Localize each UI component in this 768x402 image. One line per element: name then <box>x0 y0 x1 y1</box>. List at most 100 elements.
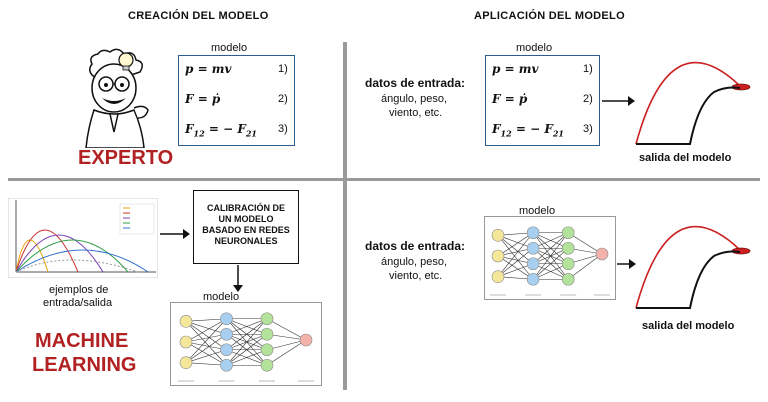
model-label-nn-right: modelo <box>519 205 556 217</box>
nn-edge <box>568 232 603 255</box>
nn-edge <box>185 333 227 343</box>
equation-2-right: F = ṗ <box>492 92 528 106</box>
nn-edge <box>185 318 227 322</box>
nn-node <box>260 343 274 357</box>
nn-node <box>260 358 274 372</box>
inputs-line1-top: ángulo, peso, <box>381 93 448 105</box>
nn-edge <box>185 341 227 351</box>
nn-edge <box>266 333 307 341</box>
equation-3-right: F12 = − F21 <box>492 122 564 139</box>
nn-node <box>220 327 233 341</box>
nn-node <box>299 333 313 347</box>
equation-1-right: p = mv <box>492 62 539 76</box>
nn-node <box>179 356 193 369</box>
nn-edge <box>266 339 307 351</box>
horizontal-divider <box>8 178 760 181</box>
nn-edge <box>497 232 534 277</box>
expert-label: EXPERTO <box>78 147 174 169</box>
nn-node <box>179 315 193 328</box>
nn-edge <box>497 235 534 264</box>
neural-network-graph <box>490 226 610 296</box>
ml-label-line2: LEARNING <box>32 354 137 376</box>
nn-node <box>220 358 233 372</box>
trajectory-plot-bottom <box>635 225 751 309</box>
nn-edge <box>226 318 268 366</box>
nn-node <box>561 257 575 271</box>
equation-3: F12 = − F21 <box>185 122 257 139</box>
output-label-bottom: salida del modelo <box>642 320 735 332</box>
examples-line1: ejemplos de <box>49 284 109 296</box>
inputs-title-bottom: datos de entrada: <box>365 239 466 253</box>
nn-node <box>491 229 505 242</box>
nn-node <box>526 257 540 271</box>
model-label-nn-left: modelo <box>203 291 240 303</box>
calibration-line-2: UN MODELO <box>218 214 274 224</box>
inputs-line2-bottom: viento, etc. <box>389 270 443 282</box>
equation-number-2-right: 2) <box>583 93 593 105</box>
nn-edge <box>226 318 268 335</box>
nn-node <box>491 270 505 283</box>
nn-node <box>595 247 609 261</box>
nn-node <box>491 249 505 263</box>
calibration-line-1: CALIBRACIÓN DE <box>207 203 285 213</box>
arrow-right-icon <box>602 96 635 106</box>
nn-node <box>179 335 193 349</box>
arrow-right-icon <box>160 229 190 239</box>
output-label-top: salida del modelo <box>639 152 732 164</box>
nn-edge <box>497 248 534 277</box>
arrow-right-icon <box>617 259 636 269</box>
calibration-line-3: BASADO EN REDES <box>202 225 290 235</box>
nn-edge <box>497 235 534 280</box>
equation-number-1: 1) <box>278 63 288 75</box>
inputs-line1-bottom: ángulo, peso, <box>381 256 448 268</box>
nn-edge <box>185 349 227 363</box>
nn-node <box>220 343 233 357</box>
equation-number-1-right: 1) <box>583 63 593 75</box>
nn-edge <box>226 318 268 350</box>
neural-network-left <box>170 302 322 386</box>
nn-edge <box>497 255 534 280</box>
nn-node <box>561 241 575 255</box>
nn-edge <box>185 318 227 343</box>
nn-edge <box>532 232 569 249</box>
nn-node <box>220 312 233 326</box>
nn-edge <box>185 318 227 363</box>
nn-edge <box>185 321 227 335</box>
equation-number-3: 3) <box>278 123 288 135</box>
nn-node <box>526 272 540 286</box>
nn-edge <box>532 232 569 264</box>
nn-edge <box>266 318 307 341</box>
nn-edge <box>185 362 227 366</box>
nn-edge <box>532 263 569 280</box>
nn-edge <box>226 334 268 366</box>
ml-label-line1: MACHINE <box>35 330 129 352</box>
nn-edge <box>266 339 307 366</box>
equation-box-left: p = mv 1) F = ṗ 2) F12 = − F21 3) <box>178 55 295 146</box>
model-label-top-right: modelo <box>516 42 553 54</box>
nn-edge <box>185 341 227 366</box>
nn-node <box>526 226 540 240</box>
nn-node <box>260 327 274 341</box>
equation-2: F = ṗ <box>185 92 221 106</box>
nn-node <box>561 272 575 286</box>
nn-edge <box>532 248 569 280</box>
model-label-left: modelo <box>211 42 248 54</box>
neural-network-graph <box>178 312 314 382</box>
inputs-title-top: datos de entrada: <box>365 76 466 90</box>
nn-node <box>526 241 540 255</box>
equation-1: p = mv <box>185 62 232 76</box>
arrow-down-icon <box>233 265 243 292</box>
nn-node <box>561 226 575 240</box>
examples-line2: entrada/salida <box>43 297 113 309</box>
equation-number-2: 2) <box>278 93 288 105</box>
vertical-divider <box>343 42 347 390</box>
nn-edge <box>185 321 227 366</box>
calibration-line-4: NEURONALES <box>214 236 278 246</box>
nn-edge <box>185 334 227 363</box>
expert-cartoon-icon <box>85 48 149 148</box>
equation-number-3-right: 3) <box>583 123 593 135</box>
nn-edge <box>497 232 534 257</box>
nn-edge <box>226 349 268 366</box>
nn-edge <box>568 253 603 280</box>
